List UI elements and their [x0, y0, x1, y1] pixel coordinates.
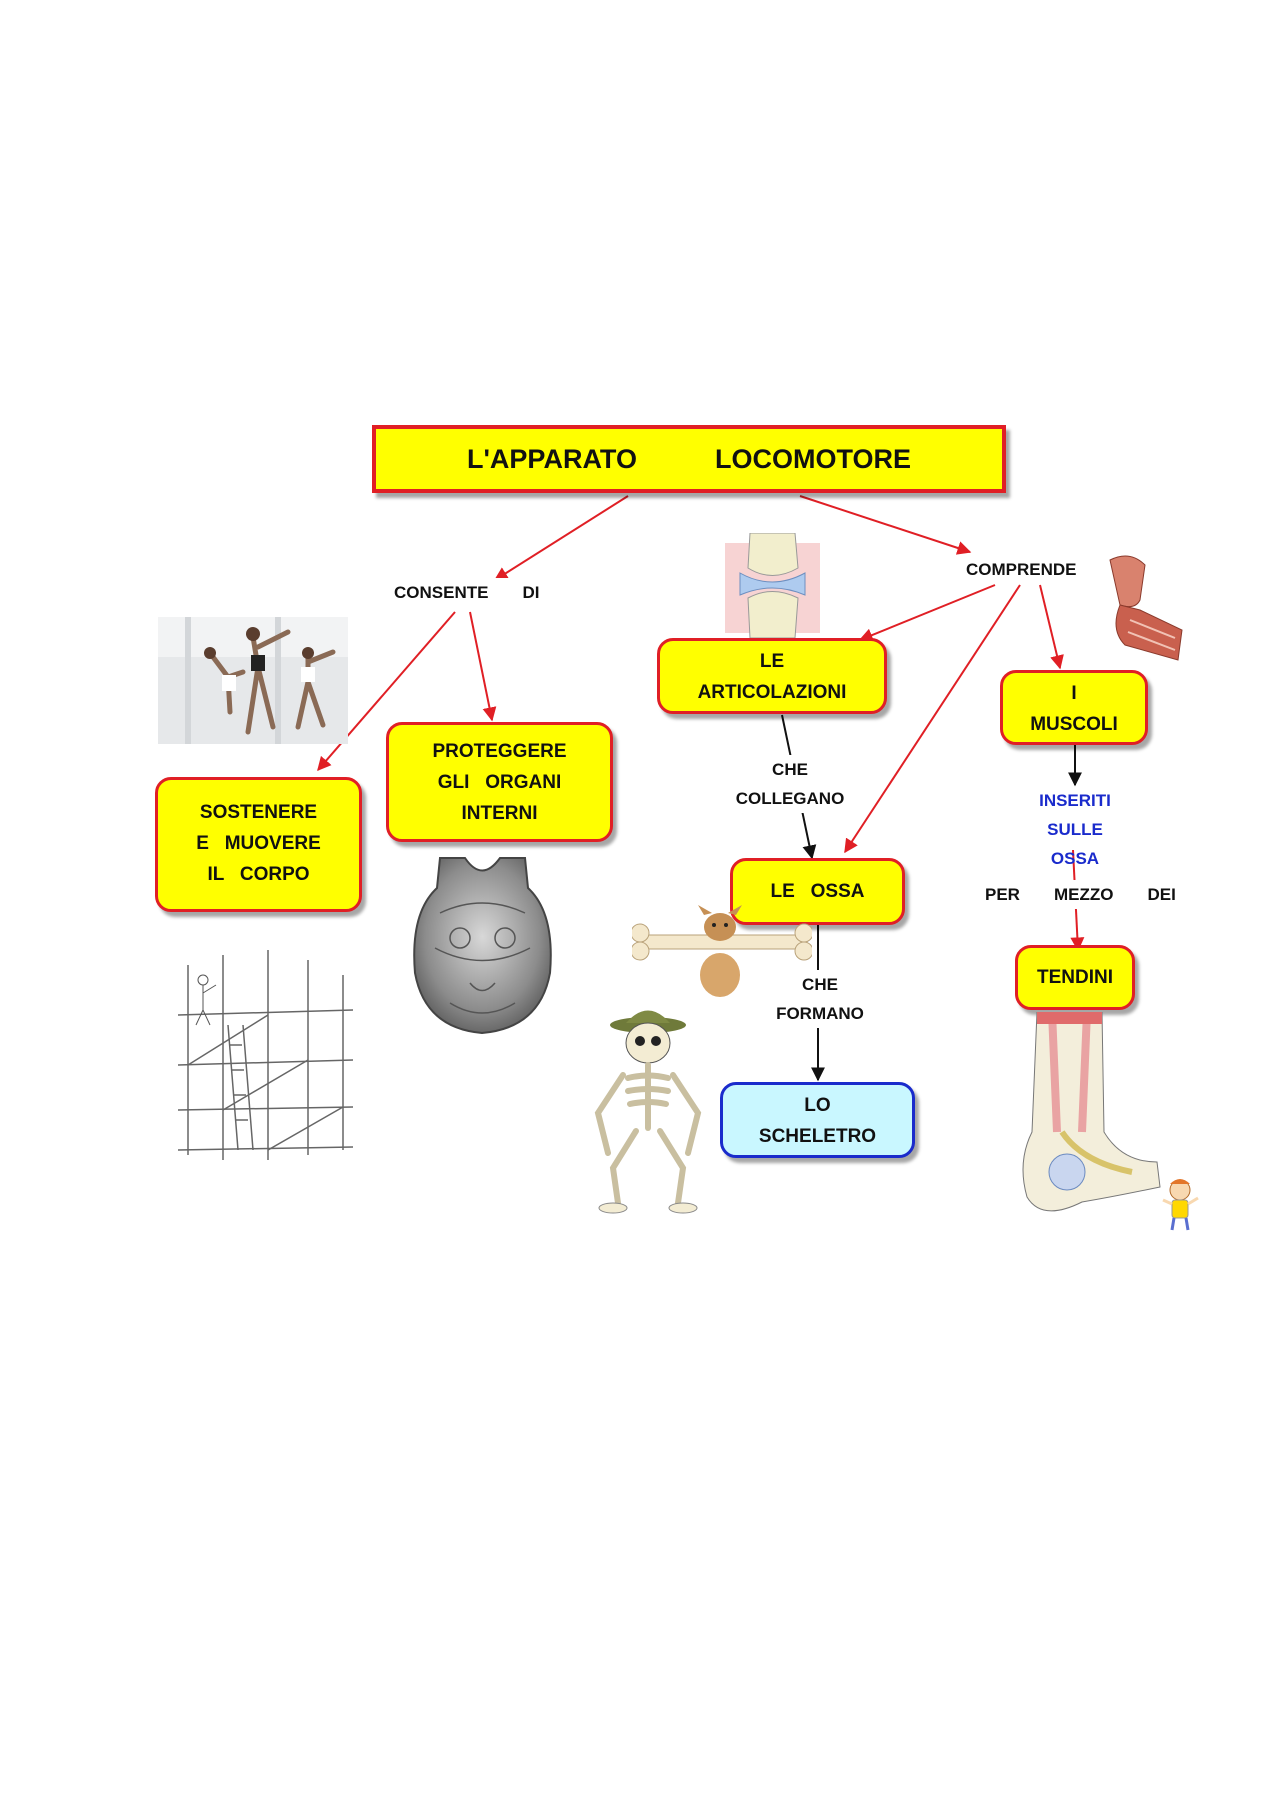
stretching-women-photo [158, 617, 348, 744]
arrow-comprende-articolazioni [858, 584, 996, 642]
label-comprende: COMPRENDE [966, 560, 1077, 579]
node-ossa: LE OSSA [730, 858, 905, 925]
diagram-title: L'APPARATO LOCOMOTORE [372, 425, 1006, 493]
node-tendini: TENDINI [1015, 945, 1135, 1010]
skeleton-cartoon [594, 1010, 702, 1214]
node-muscoli: I MUSCOLI [1000, 670, 1148, 745]
flexed-arm-muscle [1109, 555, 1183, 661]
armor-breastplate [413, 857, 552, 1035]
small-cartoon-character [1162, 1179, 1199, 1231]
arrow-comprende-ossa [844, 584, 1021, 854]
node-sostenere: SOSTENERE E MUOVERE IL CORPO [155, 777, 362, 912]
arrow-comprende-muscoli [1039, 584, 1064, 670]
node-scheletro: LO SCHELETRO [720, 1082, 915, 1158]
arrow-consente-proteggere [469, 611, 497, 722]
dog-with-bone [632, 905, 812, 997]
knee-joint [725, 533, 820, 638]
scaffolding-drawing [158, 935, 368, 1165]
node-proteggere: PROTEGGERE GLI ORGANI INTERNI [386, 722, 613, 842]
label-che-formano: CHE FORMANO [760, 970, 880, 1028]
node-articolazioni: LE ARTICOLAZIONI [657, 638, 887, 714]
arrow-title-comprende [799, 495, 972, 555]
title-part-1: L'APPARATO [467, 443, 637, 474]
foot-tendon-illustration [1022, 1012, 1161, 1212]
title-part-2: LOCOMOTORE [714, 443, 911, 474]
arrow-title-consente [493, 495, 629, 581]
label-che-collegano: CHE COLLEGANO [730, 755, 850, 813]
